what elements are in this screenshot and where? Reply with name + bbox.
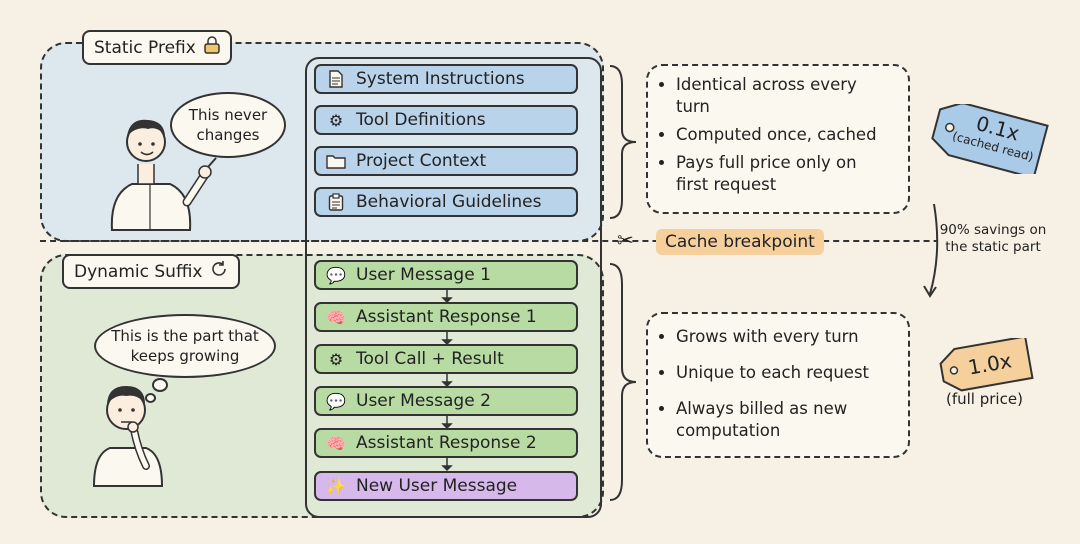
item-tool-definitions: ⚙ Tool Definitions [314,105,578,135]
item-label: New User Message [356,476,518,496]
scissors-icon: ✂ [617,228,634,252]
note-item: Always billed as new computation [676,398,894,442]
cache-divider-line [40,240,1040,242]
clipboard-icon [326,192,346,212]
note-item: Pays full price only on first request [676,152,894,196]
folder-icon [326,151,346,171]
item-behavioral-guidelines: Behavioral Guidelines [314,187,578,217]
item-label: User Message 2 [356,391,491,411]
static-notes: Identical across every turn Computed onc… [646,64,910,214]
chat-icon: 💬 [326,265,346,285]
savings-note: 90% savings on the static part [938,222,1048,256]
dynamic-suffix-text: Dynamic Suffix [74,261,203,282]
person-pointing-illustration [110,119,217,231]
brain-icon: 🧠 [326,307,346,327]
dynamic-notes: Grows with every turn Unique to each req… [646,312,910,458]
speech-text-dynamic: This is the part that keeps growing [111,327,259,365]
note-item: Unique to each request [676,362,894,384]
note-item: Computed once, cached [676,124,894,146]
item-label: Tool Call + Result [356,349,504,369]
item-label: Project Context [356,151,487,171]
item-user-message-2: 💬 User Message 2 [314,386,578,416]
speech-text-static: This never changes [188,106,268,144]
sparkle-icon: ✨ [326,476,346,496]
gear-icon: ⚙ [328,110,344,130]
static-prefix-text: Static Prefix [94,37,196,58]
item-assistant-response-2: 🧠 Assistant Response 2 [314,428,578,458]
chat-icon: 💬 [326,391,346,411]
item-label: Assistant Response 1 [356,307,537,327]
brain-icon: 🧠 [326,433,346,453]
price-tag-cached [931,104,1049,174]
brace-static [609,65,637,219]
item-assistant-response-1: 🧠 Assistant Response 1 [314,302,578,332]
context-stack [305,57,602,518]
item-label: System Instructions [356,69,525,89]
dynamic-suffix-label: Dynamic Suffix [62,254,241,289]
cache-breakpoint-label: Cache breakpoint [656,229,824,255]
flow-arrows [441,290,453,472]
item-system-instructions: System Instructions [314,64,578,94]
item-label: Tool Definitions [356,110,486,130]
item-label: User Message 1 [356,265,491,285]
person-thinking-illustration [92,386,164,487]
thought-dot [152,378,168,392]
note-item: Identical across every turn [676,74,894,118]
thought-dot [145,393,156,403]
refresh-icon [210,260,228,283]
gear-icon: ⚙ [328,349,344,369]
static-prefix-label: Static Prefix [82,30,232,65]
speech-bubble-static: This never changes [170,92,286,158]
item-label: Assistant Response 2 [356,433,537,453]
brace-dynamic [609,263,637,501]
item-tool-call-result: ⚙ Tool Call + Result [314,344,578,374]
document-icon [326,69,346,89]
item-project-context: Project Context [314,146,578,176]
lock-icon [204,36,220,59]
item-new-user-message: ✨ New User Message [314,471,578,501]
savings-arrow [923,203,939,298]
item-user-message-1: 💬 User Message 1 [314,260,578,290]
speech-bubble-dynamic: This is the part that keeps growing [94,314,276,378]
note-item: Grows with every turn [676,326,894,348]
item-label: Behavioral Guidelines [356,192,542,212]
price-tag-full [939,338,1034,392]
price-caption-full: (full price) [946,390,1023,408]
